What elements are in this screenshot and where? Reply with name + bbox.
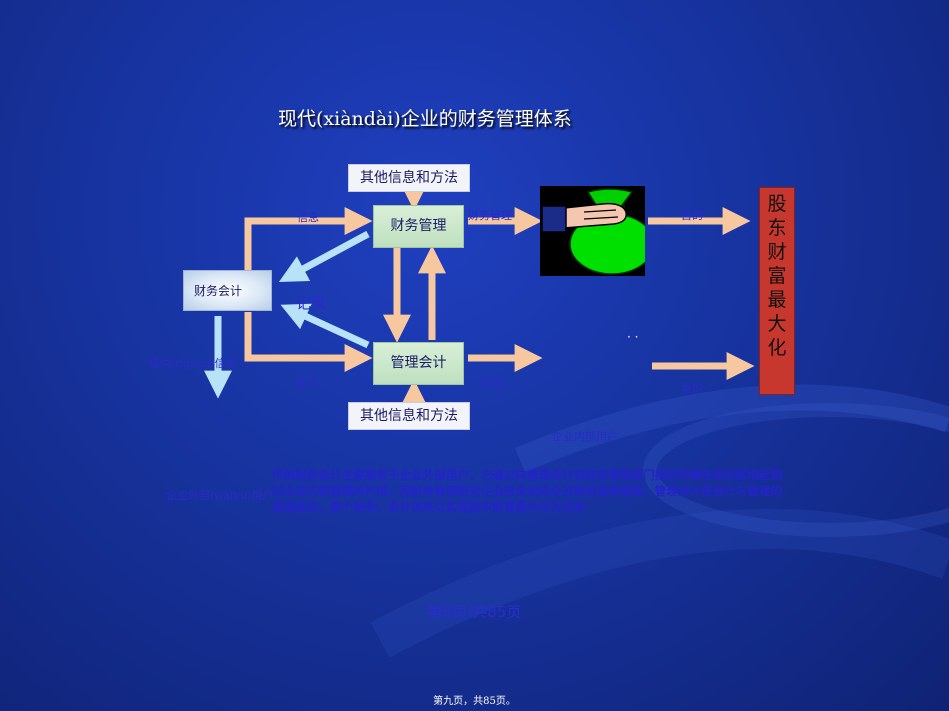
other-info-bottom-box: 其他信息和方法: [348, 402, 470, 430]
goal-box: 股东财富最大化: [759, 187, 795, 395]
financial-management-box: 财务管理: [373, 205, 464, 248]
label-info-bottom-left: 信息: [296, 376, 318, 389]
label-record: 记录: [296, 294, 327, 312]
label-purpose-top: 目的: [681, 209, 703, 222]
label-dots: · ·: [627, 330, 639, 344]
bottom-page-note: 第九页，共85页。: [433, 696, 516, 707]
label-info-bottom-right: 信息: [480, 376, 502, 389]
management-accounting-box: 管理会计: [373, 342, 464, 385]
financial-accounting-box: 财务会计: [183, 270, 272, 311]
label-provide-info: 提供(tígōng)信息: [149, 357, 237, 370]
goal-text: 股东财富最大化: [767, 193, 787, 359]
label-info-top: 信息: [297, 211, 319, 224]
page-title: 现代(xiàndài)企业的财务管理体系: [278, 108, 572, 130]
page-counter: 第8页/共85页: [427, 603, 522, 621]
money-bag-icon: [540, 186, 645, 276]
label-purpose-bottom: 目的: [681, 382, 703, 395]
label-external-users: 企业外部(wàibù)用户: [166, 489, 274, 502]
description-paragraph: 传统财务会计主要服务于企业外部用户，它通过向管理会计和财务管理部门提供所需信息间…: [272, 468, 783, 514]
label-internal-users: 企业内部用户: [552, 430, 618, 443]
label-fin-manage-out: 财务管理: [468, 209, 512, 222]
other-info-top-box: 其他信息和方法: [348, 164, 470, 192]
